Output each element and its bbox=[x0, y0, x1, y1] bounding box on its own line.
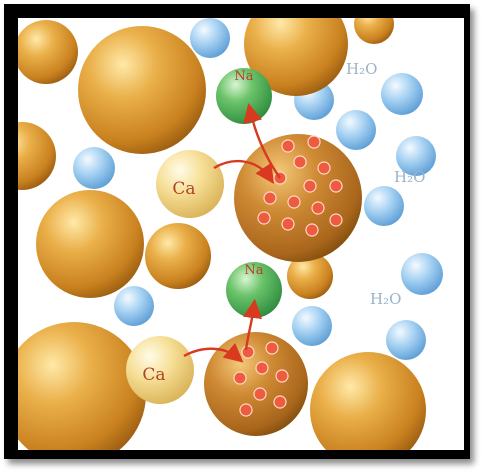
exchange-arrows bbox=[183, 102, 281, 363]
calcium-label: Ca bbox=[172, 179, 195, 199]
charge-site bbox=[255, 361, 269, 375]
charge-site bbox=[317, 161, 331, 175]
image-frame: Na Na Ca Ca H₂O H₂O H₂O bbox=[4, 4, 470, 459]
water-label: H₂O bbox=[370, 290, 401, 308]
resin-bead bbox=[354, 18, 394, 44]
charge-site bbox=[293, 155, 307, 169]
arrow-ca-to-bead-upper bbox=[213, 160, 274, 184]
water-molecule bbox=[114, 286, 154, 326]
charge-site bbox=[303, 179, 317, 193]
arrow-na-release-upper bbox=[243, 102, 281, 179]
water-molecule bbox=[190, 18, 230, 58]
charge-site bbox=[273, 395, 287, 409]
charge-sites-lower bbox=[233, 341, 289, 417]
water-molecule bbox=[381, 73, 423, 115]
water-molecules bbox=[73, 18, 443, 360]
water-molecule bbox=[292, 306, 332, 346]
resin-bead bbox=[310, 352, 426, 450]
charge-site bbox=[329, 213, 343, 227]
arrow-na-release-lower bbox=[242, 298, 263, 351]
charge-site bbox=[253, 387, 267, 401]
resin-bead bbox=[18, 122, 56, 190]
sodium-label: Na bbox=[234, 69, 253, 84]
charge-site bbox=[311, 201, 325, 215]
resin-bead bbox=[78, 26, 206, 154]
resin-bead bbox=[287, 253, 333, 299]
water-molecule bbox=[396, 136, 436, 176]
charge-site bbox=[281, 217, 295, 231]
charge-site bbox=[275, 369, 289, 383]
charge-site bbox=[257, 211, 271, 225]
charge-site bbox=[241, 345, 255, 359]
charge-site bbox=[281, 139, 295, 153]
resin-bead bbox=[18, 322, 146, 450]
water-molecule bbox=[386, 320, 426, 360]
charge-site bbox=[263, 191, 277, 205]
charge-site bbox=[265, 341, 279, 355]
charge-site bbox=[239, 403, 253, 417]
charge-site bbox=[307, 135, 321, 149]
water-molecule bbox=[401, 253, 443, 295]
sodium-label: Na bbox=[244, 263, 263, 278]
resin-bead bbox=[36, 190, 144, 298]
ion-exchange-diagram: Na Na Ca Ca H₂O H₂O H₂O bbox=[18, 18, 464, 450]
resin-bead-exchanging bbox=[204, 332, 308, 436]
arrow-ca-to-bead-lower bbox=[183, 342, 244, 363]
calcium-ions bbox=[126, 150, 224, 404]
calcium-label: Ca bbox=[142, 365, 165, 385]
resin-beads bbox=[18, 18, 426, 450]
water-molecule bbox=[336, 110, 376, 150]
sodium-ion bbox=[226, 262, 282, 318]
calcium-ion bbox=[126, 336, 194, 404]
water-label: H₂O bbox=[346, 60, 377, 78]
resin-bead bbox=[244, 18, 348, 96]
resin-bead bbox=[18, 20, 78, 84]
water-molecule bbox=[364, 186, 404, 226]
charge-site bbox=[287, 195, 301, 209]
charge-site bbox=[233, 371, 247, 385]
charge-site bbox=[305, 223, 319, 237]
resin-bead bbox=[145, 223, 211, 289]
charge-site bbox=[329, 179, 343, 193]
water-molecule bbox=[73, 147, 115, 189]
calcium-ion bbox=[156, 150, 224, 218]
water-label: H₂O bbox=[394, 168, 425, 186]
